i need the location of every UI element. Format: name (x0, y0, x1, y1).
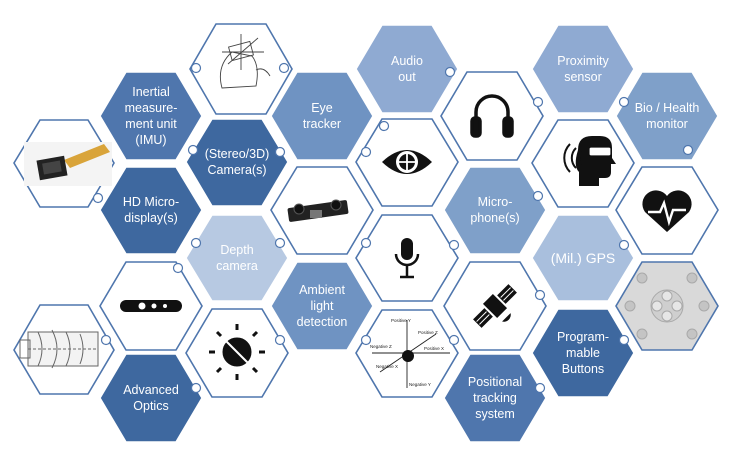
axis-positive-z: Positive Z (418, 330, 438, 335)
connector-dot (448, 334, 460, 346)
connector-dot (360, 146, 372, 158)
controller-buttons-icon (624, 272, 710, 340)
sun-icon (209, 324, 265, 380)
microdisplay-icon (24, 142, 112, 186)
hex-mil-gps (531, 214, 635, 302)
eye-icon (382, 150, 432, 174)
axes-diagram: Positive Y Negative Y Positive Z Negativ… (370, 318, 450, 388)
hex-ambient-light (270, 261, 374, 351)
connector-dot (190, 62, 202, 74)
colored-hexes (99, 24, 719, 443)
gyro-sketch-icon (219, 34, 271, 89)
connector-dot (278, 62, 290, 74)
connector-dot (378, 120, 390, 132)
axis-positive-x: Positive X (424, 346, 444, 351)
hex-programmable-buttons (531, 308, 635, 398)
connector-dot (172, 262, 184, 274)
connector-dot (534, 289, 546, 301)
connector-dot (444, 66, 456, 78)
connector-dot (92, 192, 104, 204)
connector-dot (274, 334, 286, 346)
camera-module-icon (287, 199, 349, 222)
heart-rate-icon (642, 190, 692, 232)
hex-hd-microdisplay (99, 166, 203, 255)
connector-dot (532, 96, 544, 108)
connector-dot (190, 382, 202, 394)
connector-dot (187, 144, 199, 156)
axis-negative-z: Negative Z (370, 344, 392, 349)
connector-dot (618, 334, 630, 346)
connector-dots (92, 62, 694, 394)
axis-negative-y: Negative Y (409, 382, 431, 387)
connector-dot (190, 237, 202, 249)
axis-negative-x: Negative X (376, 364, 398, 369)
hex-stereo-camera (185, 118, 289, 207)
axis-positive-y: Positive Y (391, 318, 411, 323)
connector-dot (448, 239, 460, 251)
connector-dot (100, 334, 112, 346)
hex-positional-tracking (443, 353, 547, 443)
face-scan-icon (563, 136, 616, 186)
headphones-hex (440, 71, 544, 161)
hex-depth-camera (185, 214, 289, 302)
hex-advanced-optics (99, 353, 203, 443)
connector-dot (532, 190, 544, 202)
hex-bio-health (615, 71, 719, 161)
headphones-icon (470, 94, 514, 138)
depth-sensor-icon (120, 300, 182, 312)
connector-dot (534, 382, 546, 394)
hex-proximity (531, 24, 635, 114)
connector-dot (360, 237, 372, 249)
hex-imu (99, 71, 203, 161)
microphone-icon (394, 238, 420, 279)
satellite-icon (473, 284, 517, 328)
lens-optics-icon (19, 329, 99, 369)
connector-dot (682, 144, 694, 156)
connector-dot (618, 239, 630, 251)
connector-dot (274, 237, 286, 249)
hex-audio-out (355, 24, 459, 114)
connector-dot (274, 146, 286, 158)
hex-microphone (443, 166, 547, 255)
connector-dot (360, 334, 372, 346)
connector-dot (618, 96, 630, 108)
hex-eye-tracker (270, 71, 374, 161)
